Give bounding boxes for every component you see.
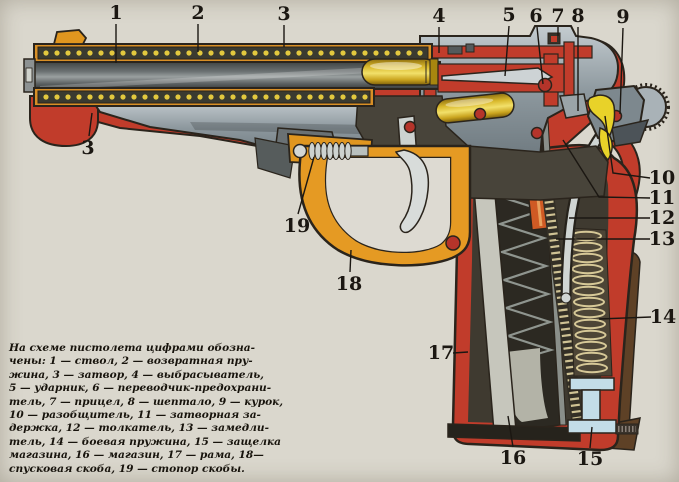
- callout-number-14: 14: [650, 306, 676, 328]
- feed-cartridge: [435, 92, 515, 124]
- trigger: [394, 149, 430, 234]
- rear-sight: [547, 32, 561, 45]
- leader-line-15: [589, 426, 593, 449]
- callout-number-3: 3: [81, 137, 94, 159]
- leader-line-10: [604, 115, 651, 179]
- callout-number-5: 5: [502, 4, 515, 26]
- callout-number-10: 10: [649, 167, 675, 189]
- safety-axis-pin: [537, 77, 553, 93]
- caption-line: держка, 12 — толкатель, 13 — замедли-: [9, 422, 269, 435]
- leader-line-16: [507, 415, 514, 448]
- callout-number-19: 19: [284, 215, 310, 237]
- caption: На схеме пистолета цифрами обозна-чены: …: [9, 342, 284, 476]
- callout-number-15: 15: [577, 448, 603, 470]
- magazine-spring-zigzag: [494, 166, 555, 364]
- firing-pin: [437, 63, 565, 93]
- guard-stop-spring: [292, 142, 369, 160]
- caption-line: На схеме пистолета цифрами обозна-: [9, 342, 255, 354]
- callout-number-4: 4: [432, 5, 445, 27]
- callout-number-11: 11: [649, 187, 675, 209]
- leader-line-9: [619, 27, 624, 115]
- callout-number-1: 1: [109, 2, 122, 24]
- caption-line: 5 — ударник, 6 — переводчик-предохрани-: [9, 382, 272, 395]
- callout-number-6: 6: [529, 5, 542, 27]
- recoil-spring-top: [43, 50, 423, 56]
- callout-number-18: 18: [336, 273, 362, 295]
- leader-line-3: [88, 112, 93, 137]
- front-sight: [52, 29, 88, 45]
- caption-line: спусковая скоба, 19 — стопор скобы.: [9, 462, 245, 475]
- magazine-floor-plate: [447, 423, 581, 442]
- callout-number-3: 3: [277, 3, 290, 25]
- callout-number-17: 17: [428, 342, 454, 364]
- leader-line-5: [504, 25, 510, 77]
- caption-line: тель, 7 — прицел, 8 — шептало, 9 — курок…: [9, 395, 284, 408]
- leader-line-19: [297, 156, 315, 215]
- caption-line: чены: 1 — ствол, 2 — возвратная пру-: [9, 355, 253, 368]
- cartridges: [361, 58, 515, 124]
- chamber-cartridge: [361, 58, 439, 86]
- caption-line: 10 — разобщитель, 11 — затворная за-: [9, 409, 261, 422]
- caption-line: тель, 14 — боевая пружина, 15 — защелка: [9, 435, 282, 448]
- leader-line-17: [452, 351, 469, 354]
- callout-number-7: 7: [551, 5, 564, 27]
- callout-number-8: 8: [571, 5, 584, 27]
- leader-line-11: [562, 139, 651, 199]
- barrel-assembly: [23, 29, 441, 107]
- leader-line-18: [349, 249, 352, 273]
- callout-number-13: 13: [649, 228, 675, 250]
- caption-line: магазина, 16 — магазин, 17 — рама, 18—: [9, 449, 264, 462]
- mainspring: [567, 227, 613, 377]
- callout-number-12: 12: [649, 207, 675, 229]
- callout-number-16: 16: [500, 447, 526, 469]
- caption-line: жина, 3 — затвор, 4 — выбрасыватель,: [9, 368, 264, 381]
- magazine-catch: [567, 377, 639, 435]
- retarder-spring: [538, 157, 583, 424]
- callout-number-9: 9: [616, 6, 629, 28]
- callout-number-2: 2: [191, 2, 204, 24]
- leader-line-6: [536, 26, 544, 85]
- recoil-spring-bottom: [43, 94, 368, 100]
- leader-line-14: [598, 316, 652, 320]
